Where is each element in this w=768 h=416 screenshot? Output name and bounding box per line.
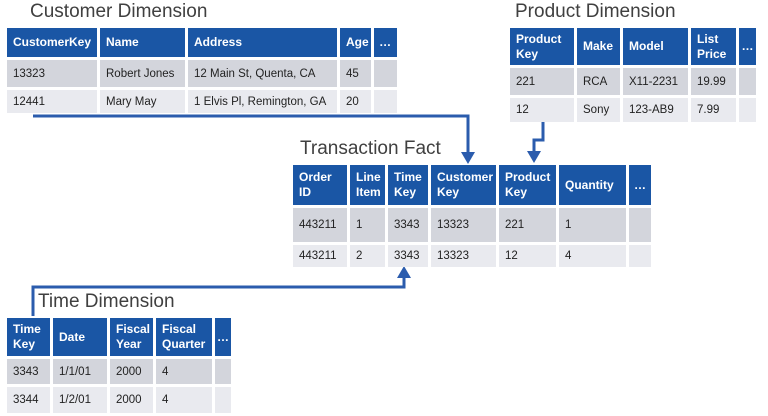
more-columns-header: … [629,165,651,205]
table-cell: 1/1/01 [53,359,107,384]
table-cell: 13323 [431,245,496,267]
table-cell: 1/2/01 [53,387,107,413]
table-cell [629,245,651,267]
table-cell: 12 [510,98,574,122]
table-cell [739,98,756,122]
table-cell: 3343 [388,208,428,242]
column-header: Time Key [388,165,428,205]
table-cell: 3344 [7,387,50,413]
column-header: Customer Key [431,165,496,205]
table-cell: 12 [499,245,556,267]
table-cell: 2000 [110,387,153,413]
customer-dimension-section: Customer Dimension CustomerKey Name Addr… [4,0,400,116]
product-dimension-table: Product Key Make Model List Price … 221 … [507,25,759,125]
table-cell: 2000 [110,359,153,384]
column-header: CustomerKey [7,28,97,57]
column-header: Fiscal Year [110,318,153,356]
customer-dimension-table: CustomerKey Name Address Age … 13323 Rob… [4,25,400,116]
column-header: Product Key [510,28,574,65]
table-cell: Robert Jones [100,60,185,87]
time-dimension-title: Time Dimension [38,291,175,312]
table-cell: Sony [577,98,620,122]
customer-dimension-title: Customer Dimension [30,1,208,22]
table-cell [373,90,397,113]
table-row: 443211 2 3343 13323 12 4 [293,245,651,267]
table-cell: 12441 [7,90,97,113]
product-dimension-section: Product Dimension Product Key Make Model… [507,0,759,125]
table-cell: 123-AB9 [623,98,688,122]
table-cell: 45 [340,60,371,87]
table-cell: 13323 [7,60,97,87]
column-header: Order ID [293,165,347,205]
table-cell: 1 Elvis Pl, Remington, GA [188,90,337,113]
table-cell: 4 [156,359,212,384]
table-row: 12 Sony 123-AB9 7.99 [510,98,756,122]
table-cell: 4 [559,245,626,267]
table-cell [739,68,756,95]
column-header: List Price [691,28,736,65]
fact-header-row: Order ID Line Item Time Key Customer Key… [293,165,651,205]
table-cell: 1 [350,208,385,242]
table-row: 12441 Mary May 1 Elvis Pl, Remington, GA… [7,90,397,113]
table-cell: 443211 [293,208,347,242]
table-cell: X11-2231 [623,68,688,95]
table-cell: 13323 [431,208,496,242]
table-cell: 3343 [7,359,50,384]
product-dimension-title: Product Dimension [515,1,676,22]
table-row: 443211 1 3343 13323 221 1 [293,208,651,242]
time-header-row: Time Key Date Fiscal Year Fiscal Quarter… [7,318,231,356]
table-cell: 4 [156,387,212,413]
column-header: Line Item [350,165,385,205]
transaction-fact-title: Transaction Fact [300,138,441,159]
column-header: Make [577,28,620,65]
more-columns-header: … [373,28,397,57]
column-header: Model [623,28,688,65]
customer-header-row: CustomerKey Name Address Age … [7,28,397,57]
product-header-row: Product Key Make Model List Price … [510,28,756,65]
transaction-fact-section: Transaction Fact Order ID Line Item Time… [290,137,654,270]
column-header: Name [100,28,185,57]
table-cell [215,387,231,413]
table-cell: RCA [577,68,620,95]
transaction-fact-table: Order ID Line Item Time Key Customer Key… [290,162,654,270]
time-dimension-section: Time Dimension Time Key Date Fiscal Year… [4,290,234,416]
table-cell: 19.99 [691,68,736,95]
table-cell [629,208,651,242]
table-cell: 2 [350,245,385,267]
table-cell [373,60,397,87]
table-cell: 20 [340,90,371,113]
more-columns-header: … [739,28,756,65]
column-header: Product Key [499,165,556,205]
column-header: Age [340,28,371,57]
table-cell [215,359,231,384]
table-cell: 12 Main St, Quenta, CA [188,60,337,87]
table-cell: 443211 [293,245,347,267]
table-cell: 221 [499,208,556,242]
table-row: 221 RCA X11-2231 19.99 [510,68,756,95]
table-cell: 3343 [388,245,428,267]
column-header: Quantity [559,165,626,205]
more-columns-header: … [215,318,231,356]
table-row: 13323 Robert Jones 12 Main St, Quenta, C… [7,60,397,87]
table-cell: 1 [559,208,626,242]
column-header: Fiscal Quarter [156,318,212,356]
column-header: Date [53,318,107,356]
table-row: 3343 1/1/01 2000 4 [7,359,231,384]
column-header: Address [188,28,337,57]
table-cell: 7.99 [691,98,736,122]
column-header: Time Key [7,318,50,356]
time-dimension-table: Time Key Date Fiscal Year Fiscal Quarter… [4,315,234,416]
table-cell: Mary May [100,90,185,113]
table-cell: 221 [510,68,574,95]
table-row: 3344 1/2/01 2000 4 [7,387,231,413]
